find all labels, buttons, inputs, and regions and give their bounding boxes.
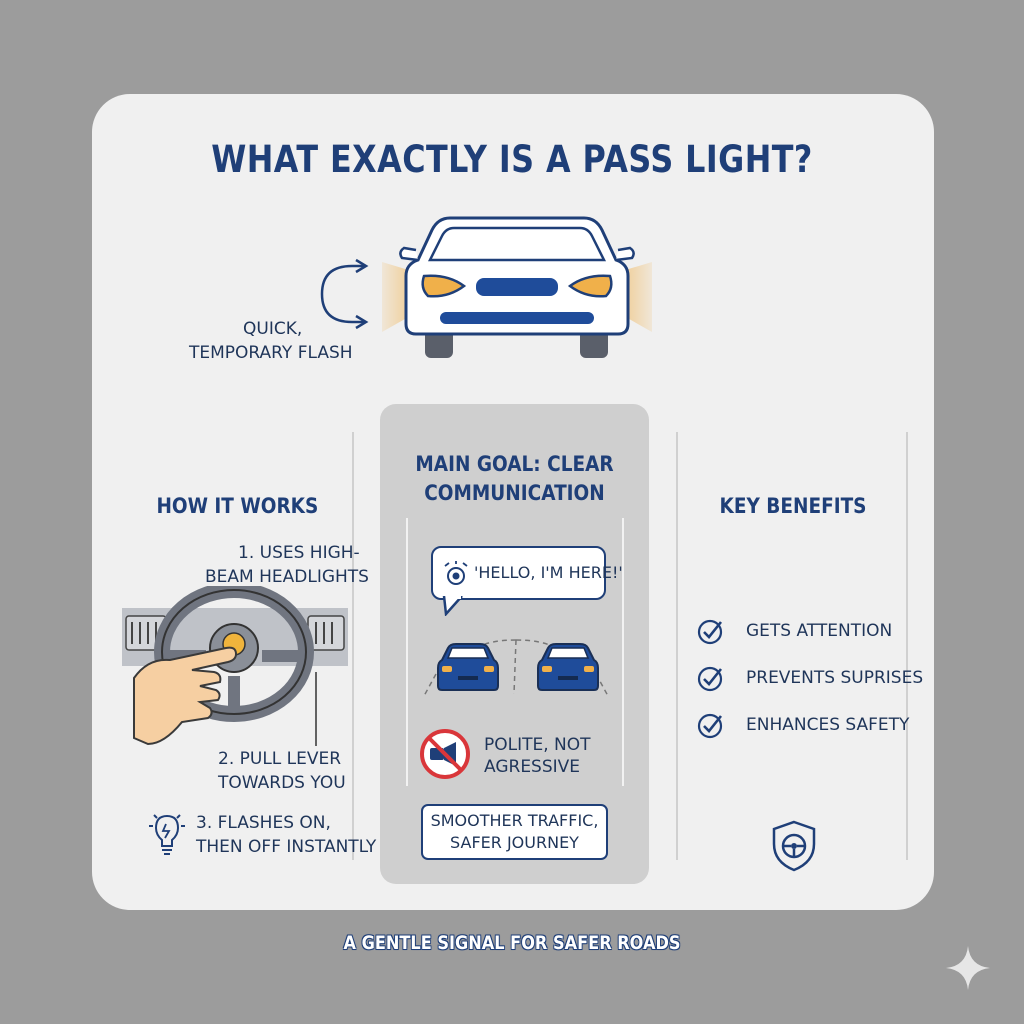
divider-right xyxy=(676,432,678,860)
summary-line1: SMOOTHER TRAFFIC, xyxy=(430,811,599,830)
hand-icon xyxy=(133,646,238,746)
flash-label-line1: QUICK, xyxy=(243,319,303,339)
step1-line2: BEAM HEADLIGHTS xyxy=(205,567,369,587)
speech-bubble xyxy=(431,546,606,600)
main-goal-heading-line1: MAIN GOAL: CLEAR xyxy=(415,452,614,476)
flash-label-line2: TEMPORARY FLASH xyxy=(189,343,353,363)
panel-divider-right xyxy=(622,518,624,786)
step3-line1: 3. FLASHES ON, xyxy=(196,813,331,833)
road-cars-icon xyxy=(423,639,609,697)
lightbulb-icon xyxy=(149,814,185,855)
page-title: WHAT EXACTLY IS A PASS LIGHT? xyxy=(211,138,813,181)
summary-line2: SAFER JOURNEY xyxy=(450,833,579,852)
check-icon xyxy=(697,666,723,692)
how-it-works-heading: HOW IT WORKS xyxy=(156,494,319,518)
benefit-item-2: PREVENTS SUPRISES xyxy=(746,668,924,688)
step1-line1: 1. USES HIGH- xyxy=(238,543,360,563)
car-front-icon xyxy=(382,216,652,358)
steering-wheel-icon xyxy=(122,586,348,746)
curved-arrows-icon xyxy=(320,258,369,330)
divider-left xyxy=(352,432,354,860)
speech-bubble-tail xyxy=(442,596,463,616)
main-goal-heading-line2: COMMUNICATION xyxy=(424,481,605,505)
sparkle-icon xyxy=(946,946,990,990)
eye-icon xyxy=(444,561,468,585)
summary-box xyxy=(421,804,608,860)
divider-far-right xyxy=(906,432,908,860)
key-benefits-heading: KEY BENEFITS xyxy=(719,494,867,518)
shield-steering-icon xyxy=(772,820,816,872)
polite-line2: AGRESSIVE xyxy=(484,757,581,777)
panel-divider-left xyxy=(406,518,408,786)
benefit-item-3: ENHANCES SAFETY xyxy=(746,715,910,735)
polite-line1: POLITE, NOT xyxy=(484,735,591,755)
step2-line2: TOWARDS YOU xyxy=(218,773,346,793)
footer-tagline: A GENTLE SIGNAL FOR SAFER ROADS xyxy=(343,932,681,954)
check-icon xyxy=(697,713,723,739)
speech-text: 'HELLO, I'M HERE!' xyxy=(474,563,623,582)
step2-line1: 2. PULL LEVER xyxy=(218,749,342,769)
benefit-item-1: GETS ATTENTION xyxy=(746,621,893,641)
no-horn-icon xyxy=(420,729,470,779)
check-icon xyxy=(697,619,723,645)
step3-line2: THEN OFF INSTANTLY xyxy=(196,837,377,857)
